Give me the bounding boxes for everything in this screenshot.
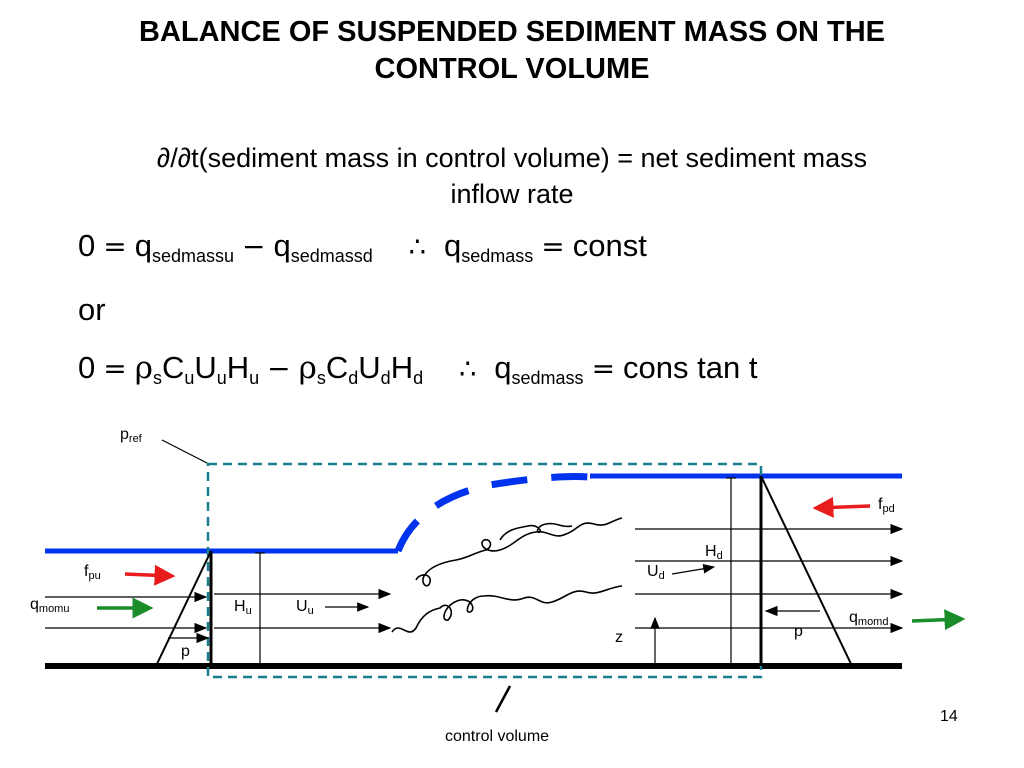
eq1-q-downstream: q [273,228,291,263]
turbulence-squiggle-1 [391,585,623,633]
eq2-H-sub: u [249,368,260,388]
qmomd-arrow [911,609,966,631]
minus-sign: − [267,352,291,385]
eq2-U-sub: d [380,368,391,388]
Uu-label: Uu [296,598,314,617]
U-symbol: U [358,350,381,385]
statement-line-1: ∂/∂t(sediment mass in control volume) = … [156,143,868,173]
eq1-lhs: 0 [78,228,96,263]
pref-pointer [161,439,208,464]
fpd-arrow [812,496,871,518]
therefore-symbol: ∴ [408,232,426,263]
eq2-lhs: 0 [78,350,96,385]
transition-water-surface [394,473,591,553]
qmomu-label: qmomu [30,596,70,615]
eq2-q-sub: sedmass [511,368,584,388]
eq2-C-sub: u [184,368,195,388]
balance-statement: ∂/∂t(sediment mass in control volume) = … [40,140,984,212]
eq2-rhs: cons tan t [623,350,758,385]
eq1-q-sediment: q [443,228,462,263]
therefore-symbol: ∴ [459,354,477,385]
Hd-label: Hd [705,543,723,562]
slide-title: BALANCE OF SUSPENDED SEDIMENT MASS ON TH… [0,14,1024,88]
Ud-label: Ud [647,563,665,582]
eq2-rho-sub: s [316,368,326,388]
fpu-label: fpu [84,563,101,582]
control-volume-label: control volume [445,728,550,745]
eq1-rhs: const [572,228,647,263]
C-symbol: C [161,350,185,385]
C-symbol: C [325,350,349,385]
equals-sign: = [103,230,127,263]
qmomd-label: qmomd [849,609,889,628]
upstream-pressure-slope [155,550,212,667]
equals-sign: = [591,352,616,385]
equals-sign: = [103,352,127,385]
H-symbol: H [226,350,250,385]
equals-sign: = [541,230,565,263]
title-line-1: BALANCE OF SUSPENDED SEDIMENT MASS ON TH… [139,16,885,48]
equation-concentration-balance: 0=ρsCuUuHu−ρsCdUdHd∴qsedmass=cons tan t [78,350,757,389]
fpd-label: fpd [878,496,895,515]
H-symbol: H [390,350,414,385]
equation-flux-balance: 0=qsedmassu−qsedmassd∴qsedmass=const [78,228,647,267]
Hu-label: Hu [234,598,252,617]
minus-sign: − [242,230,266,263]
or-text: or [78,292,106,327]
eq1-q-downstream-sub: sedmassd [290,246,373,266]
p-right-label: p [794,623,803,640]
control-volume-pointer [494,685,512,713]
eq2-H-sub: d [413,368,424,388]
downstream-pressure-slope [760,475,853,667]
control-volume-boundary [206,462,763,679]
q-symbol: q [494,350,512,385]
statement-line-2: inflow rate [450,179,574,209]
eq2-C-sub: d [348,368,359,388]
eq1-q-upstream: q [134,228,152,263]
Ud-arrow [671,564,716,575]
eq2-rho-sub: s [152,368,162,388]
z-label: z [615,629,623,646]
pref-label: pref [120,426,142,445]
eq2-U-sub: u [216,368,227,388]
turbulence-squiggle-3 [499,522,573,541]
fpu-arrow [124,564,176,586]
rho-symbol: ρ [134,350,153,386]
eq1-q-sediment-sub: sedmass [461,246,534,266]
turbulence-squiggle-2 [415,517,623,587]
eq1-q-upstream-sub: sedmassu [151,246,235,266]
U-symbol: U [194,350,217,385]
rho-symbol: ρ [298,350,317,386]
page-number: 14 [940,708,958,725]
p-left-label: p [181,643,190,660]
title-line-2: CONTROL VOLUME [374,53,650,85]
